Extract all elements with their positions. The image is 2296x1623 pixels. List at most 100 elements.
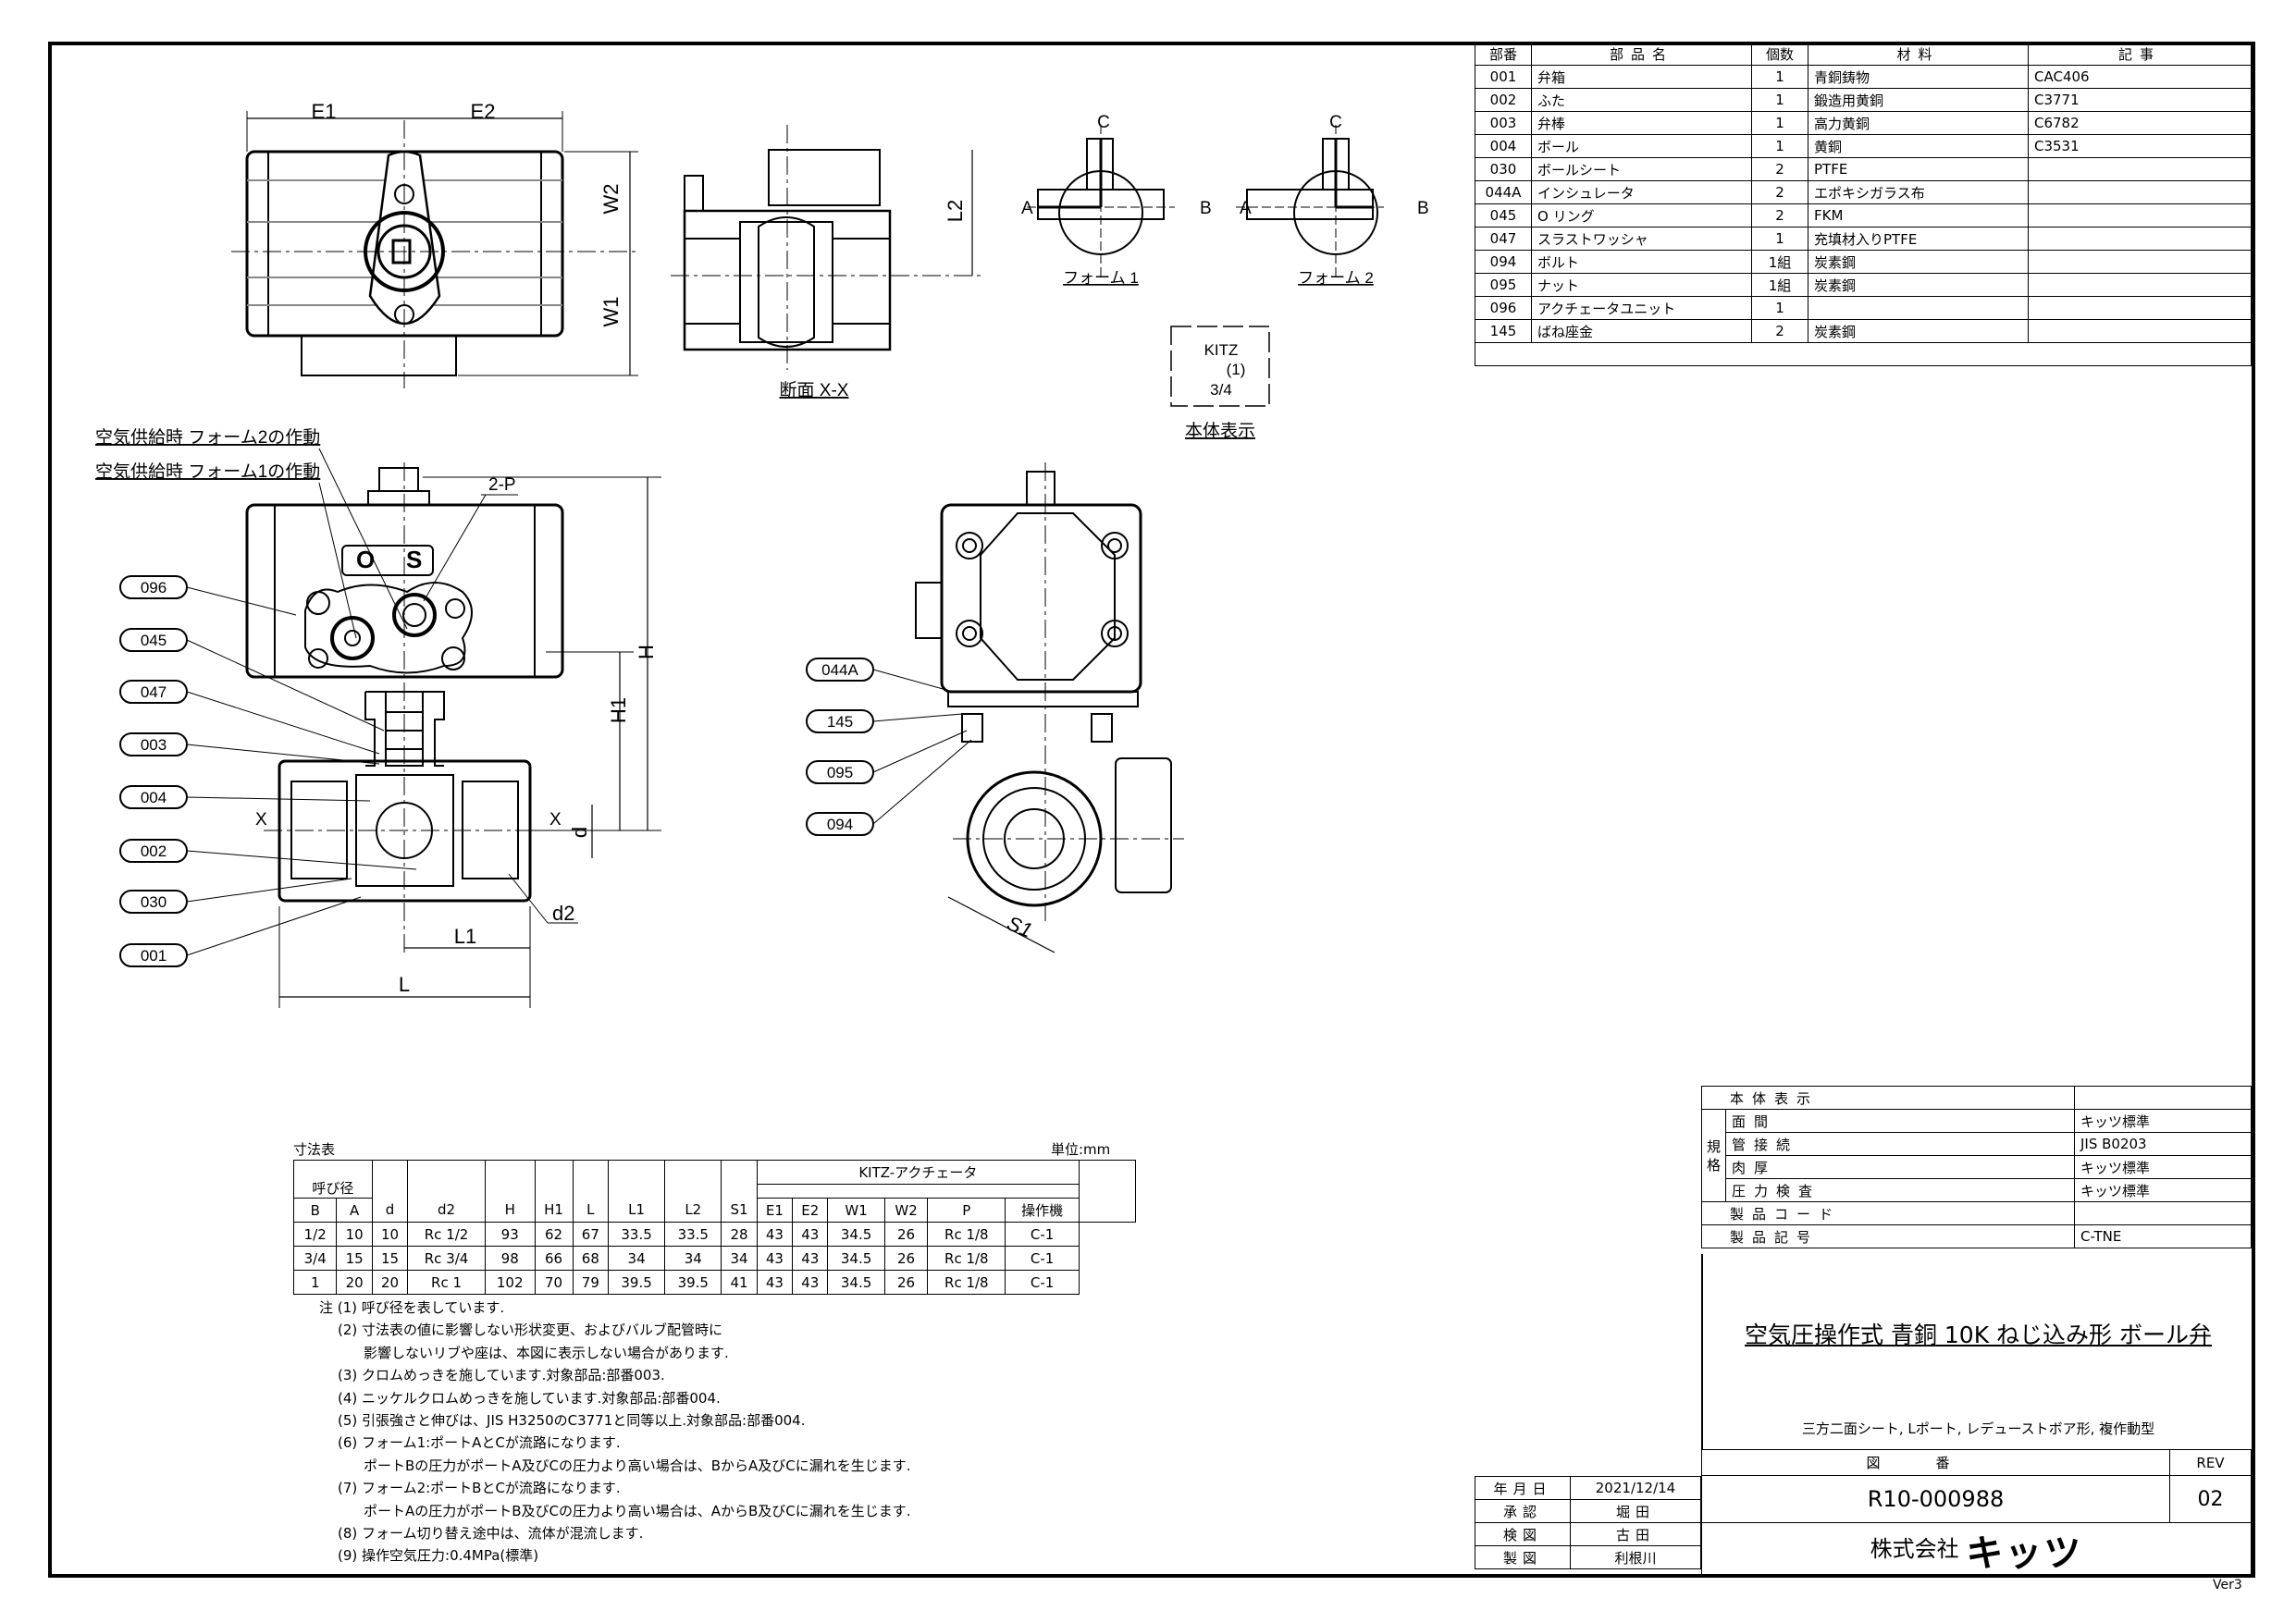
port-a: A <box>1021 199 1033 218</box>
dim-col-header: P <box>927 1198 1006 1223</box>
parts-cell-qty: 1 <box>1751 227 1808 251</box>
parts-cell-no: 095 <box>1475 273 1532 297</box>
dimension-cell: Rc 1/8 <box>927 1270 1006 1295</box>
form1-caption: フォーム 1 <box>1063 269 1139 287</box>
dimension-cell: Rc 1/8 <box>927 1246 1006 1271</box>
spec-label: 圧力検査 <box>1725 1178 2075 1202</box>
note-1: 注 (1) 呼び径を表しています. <box>319 1299 505 1316</box>
parts-cell-name: スラストワッシャ <box>1531 227 1752 251</box>
parts-cell-qty: 1 <box>1751 296 1808 320</box>
dim-col-header: S1 <box>721 1160 758 1223</box>
nominal-size-header: 呼び径 <box>293 1160 373 1199</box>
dimension-cell: 41 <box>721 1270 758 1295</box>
parts-cell-material: 青銅鋳物 <box>1808 65 2029 89</box>
parts-cell-name: ボール <box>1531 134 1752 158</box>
svg-text:030: 030 <box>141 893 167 911</box>
dim-col-header: L1 <box>608 1160 666 1223</box>
parts-cell-material: 黄銅 <box>1808 134 2029 158</box>
dimension-cell: 70 <box>534 1270 574 1295</box>
dimension-cell: 26 <box>883 1222 929 1247</box>
side-view: S1 <box>915 462 1184 953</box>
dim-s1: S1 <box>1004 911 1035 941</box>
dimension-cell: C-1 <box>1005 1270 1080 1295</box>
dimension-cell: 34.5 <box>827 1270 885 1295</box>
dimension-cell: 26 <box>883 1270 929 1295</box>
rev-label: REV <box>2169 1449 2252 1476</box>
drawing-title: 空気圧操作式 青銅 10K ねじ込み形 ボール弁 <box>1745 1322 2212 1348</box>
drawing-frame <box>48 42 2255 1578</box>
dimension-cell: Rc 1/2 <box>407 1222 486 1247</box>
note-5: (5) 引張強さと伸びは、JIS H3250のC3771と同等以上.対象部品:部… <box>338 1412 806 1430</box>
parts-cell-material: PTFE <box>1808 157 2029 181</box>
parts-cell-qty: 1 <box>1751 88 1808 112</box>
parts-cell-name: ばね座金 <box>1531 319 1752 343</box>
dimension-cell: 33.5 <box>608 1222 666 1247</box>
dimension-cell: 26 <box>883 1246 929 1271</box>
dim-col-header: d <box>371 1160 409 1223</box>
col-note: 記事 <box>2028 42 2252 66</box>
note-9: (9) 操作空気圧力:0.4MPa(標準) <box>338 1547 539 1565</box>
sign-value: 2021/12/14 <box>1570 1476 1701 1500</box>
svg-text:096: 096 <box>141 579 167 596</box>
spec-label: 肉厚 <box>1725 1155 2075 1179</box>
svg-text:001: 001 <box>141 947 167 965</box>
parts-cell-note <box>2028 203 2252 227</box>
dim-col-header: A <box>336 1198 373 1223</box>
sign-label: 検図 <box>1475 1522 1571 1546</box>
dimension-cell: 1/2 <box>292 1222 338 1247</box>
dim-col-header: L2 <box>664 1160 722 1223</box>
dimension-cell: 66 <box>534 1246 574 1271</box>
dim-col-header: W2 <box>883 1198 929 1223</box>
dim-h: H <box>635 645 658 659</box>
parts-cell-qty: 2 <box>1751 180 1808 204</box>
col-part-no: 部番 <box>1475 42 1532 66</box>
port-c: C <box>1329 113 1342 132</box>
parts-cell-note <box>2028 296 2252 320</box>
balloon-044a: 044A <box>806 658 954 693</box>
dimension-cell: 15 <box>371 1246 409 1271</box>
two-p-label: 2-P <box>488 475 516 495</box>
note-4: (4) ニッケルクロムめっきを施しています.対象部品:部番004. <box>338 1389 721 1407</box>
col-part-name: 部品名 <box>1531 42 1752 66</box>
spec-value: JIS B0203 <box>2074 1132 2252 1156</box>
svg-text:044A: 044A <box>821 661 858 679</box>
parts-cell-qty: 1 <box>1751 134 1808 158</box>
top-view: E1 E2 W2 W1 <box>231 100 638 388</box>
svg-text:004: 004 <box>141 789 167 806</box>
parts-cell-note <box>2028 250 2252 274</box>
dim-col-header: d2 <box>407 1160 486 1223</box>
note-6: (6) フォーム1:ポートAとCが流路になります. <box>338 1434 621 1452</box>
parts-cell-qty: 1組 <box>1751 273 1808 297</box>
dim-w1: W1 <box>599 297 623 327</box>
dimension-cell: 39.5 <box>664 1270 722 1295</box>
parts-cell-qty: 1 <box>1751 65 1808 89</box>
dimension-cell: 43 <box>792 1246 829 1271</box>
parts-cell-no: 004 <box>1475 134 1532 158</box>
dimension-cell: 43 <box>792 1270 829 1295</box>
parts-empty-row <box>1475 342 2252 366</box>
dim-col-header: B <box>292 1198 338 1223</box>
dimension-cell: Rc 1/8 <box>927 1222 1006 1247</box>
dimension-table-unit: 単位:mm <box>1051 1141 1111 1158</box>
dimension-cell: C-1 <box>1005 1222 1080 1247</box>
parts-cell-name: 弁箱 <box>1531 65 1752 89</box>
sign-value: 堀田 <box>1570 1499 1701 1523</box>
balloon-030: 030 <box>119 878 352 914</box>
port-a: A <box>1240 199 1252 218</box>
dimension-cell: 102 <box>484 1270 536 1295</box>
version-label: Ver3 <box>2213 1578 2242 1592</box>
dim-col-header: H <box>484 1160 536 1223</box>
front-view: 空気供給時 フォーム2の作動 空気供給時 フォーム1の作動 O S 2-P X … <box>95 427 661 1008</box>
parts-cell-no: 047 <box>1475 227 1532 251</box>
dimension-cell: 43 <box>756 1222 794 1247</box>
